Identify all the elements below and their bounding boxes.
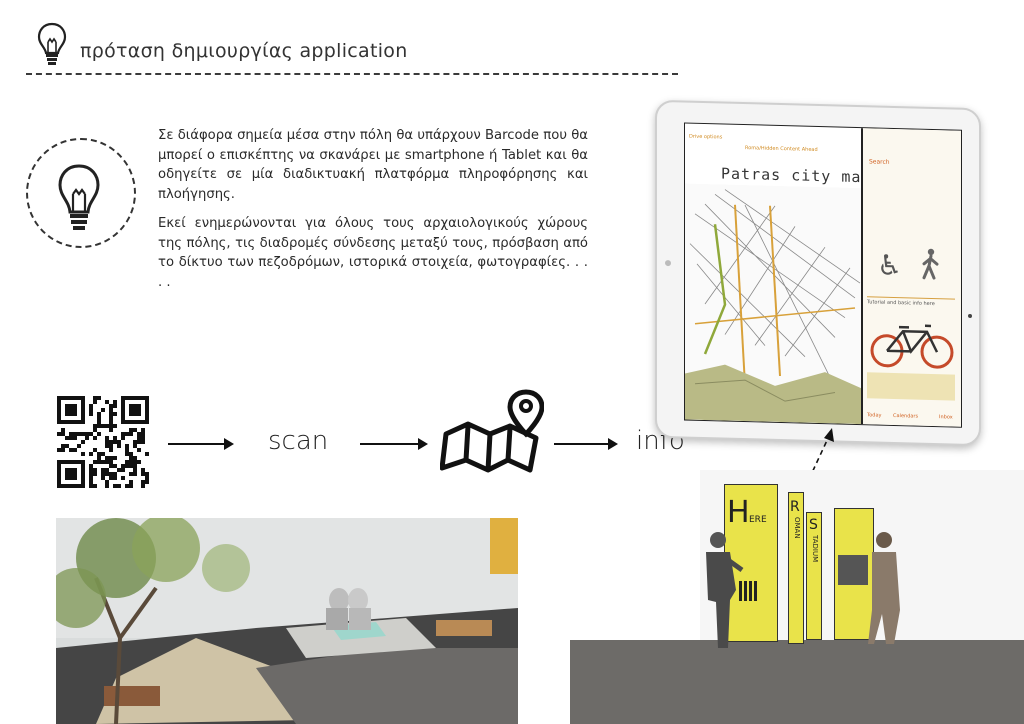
header-lightbulb-icon xyxy=(36,20,68,68)
flow-arrow-3 xyxy=(554,438,618,450)
signage-ground xyxy=(570,640,1024,724)
tablet-side-panel: Search ♿ Tutorial and basic info here Ca… xyxy=(863,128,961,427)
sign-roman: R OMAN xyxy=(788,492,804,644)
sign-stadium-letter: S xyxy=(809,517,818,533)
description-paragraph-1: Σε διάφορα σημεία μέσα στην πόλη θα υπάρ… xyxy=(158,128,588,202)
tablet-nav-center: Roma/Hidden Content Ahead xyxy=(745,145,818,153)
flow-arrow-1 xyxy=(168,438,234,450)
description-paragraph-2: Εκεί ενημερώνονται για όλους τους αρχαιο… xyxy=(158,216,588,290)
scan-label: scan xyxy=(268,426,329,456)
tablet-info-item[interactable]: Tutorial and basic info here xyxy=(867,296,955,308)
tablet-bottom-center[interactable]: Calendars xyxy=(893,412,919,420)
tablet-screen: Drive options Roma/Hidden Content Ahead … xyxy=(684,122,962,428)
map-pin-icon xyxy=(439,388,545,478)
walking-person-icon[interactable] xyxy=(919,248,941,285)
bicycle-icon[interactable] xyxy=(869,318,955,374)
tablet-map-title: Patras city map xyxy=(721,164,872,187)
tablet-city-map[interactable] xyxy=(685,183,861,425)
sign-qr-icon xyxy=(739,581,759,601)
visitor-figure-left xyxy=(698,530,744,654)
sign-roman-word: OMAN xyxy=(793,517,801,539)
sign-map-image xyxy=(838,555,868,585)
title-divider xyxy=(26,73,678,75)
page-title: πρόταση δημιουργίας application xyxy=(80,40,408,62)
tablet-bottom-left[interactable]: Today xyxy=(867,412,882,419)
tablet-search-link[interactable]: Search xyxy=(869,158,890,166)
sign-map-board xyxy=(834,508,874,640)
sign-roman-letter: R xyxy=(790,499,800,515)
sign-here-word: ERE xyxy=(749,515,767,525)
tablet-device: Drive options Roma/Hidden Content Ahead … xyxy=(655,99,981,447)
tablet-nav-left[interactable]: Drive options xyxy=(689,133,723,141)
sign-here-letter: H xyxy=(727,495,750,530)
sign-stadium: S TADIUM xyxy=(806,512,822,640)
flow-arrow-2 xyxy=(360,438,428,450)
sign-stadium-word: TADIUM xyxy=(811,535,819,563)
qr-code-icon xyxy=(57,396,149,488)
lightbulb-icon xyxy=(56,162,102,240)
tablet-home-button xyxy=(665,259,671,267)
visitor-figure-right xyxy=(866,530,906,650)
tablet-bottom-right[interactable]: Inbox xyxy=(939,414,953,421)
park-render-image xyxy=(56,518,518,724)
tablet-yellow-box xyxy=(867,372,955,401)
tablet-camera xyxy=(968,313,972,319)
bulb-circle xyxy=(26,138,136,248)
wheelchair-icon[interactable]: ♿ xyxy=(877,248,903,283)
